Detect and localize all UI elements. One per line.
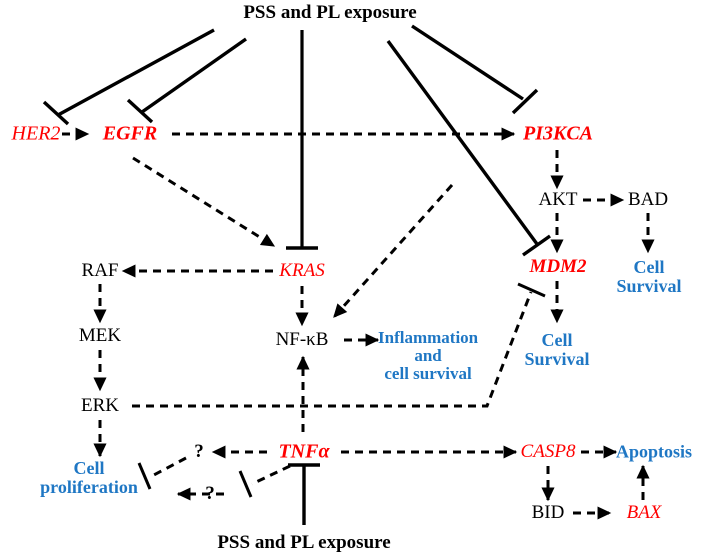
edge-egfr-kras bbox=[132, 156, 276, 248]
inflammation-line3: cell survival bbox=[384, 364, 472, 384]
cell-survival-right-line2: Survival bbox=[616, 276, 682, 296]
node-casp8: CASP8 bbox=[520, 440, 576, 462]
node-exposure-bottom: PSS and PL exposure bbox=[217, 531, 391, 553]
node-cell-proliferation: Cell proliferation bbox=[40, 457, 138, 497]
node-tnfa: TNFα bbox=[278, 440, 330, 463]
cell-survival-right-line1: Cell bbox=[633, 256, 665, 277]
node-unknown-2: ? bbox=[205, 482, 215, 504]
cell-survival-mid-line2: Survival bbox=[524, 349, 590, 369]
inflammation-line1: Inflammation bbox=[378, 328, 479, 347]
node-cell-survival-right: Cell Survival bbox=[616, 256, 682, 296]
edge-unknown1-cellproliferation bbox=[137, 456, 187, 490]
node-bad: BAD bbox=[627, 188, 669, 210]
cell-survival-mid-line1: Cell bbox=[541, 329, 573, 350]
edge-tnfa-unknown2 bbox=[238, 464, 291, 498]
cell-proliferation-line1: Cell bbox=[73, 457, 105, 478]
node-akt: AKT bbox=[538, 188, 578, 210]
node-mek: MEK bbox=[78, 324, 122, 346]
edge-exposure-egfr bbox=[126, 37, 247, 124]
cell-proliferation-line2: proliferation bbox=[40, 477, 138, 497]
node-bid: BID bbox=[531, 501, 565, 523]
edge-pi3kca-nfkb bbox=[332, 184, 454, 318]
edge-exposure-bottom-tnfa bbox=[288, 463, 320, 525]
node-pi3kca: PI3KCA bbox=[522, 122, 594, 145]
inflammation-line2: and bbox=[414, 346, 442, 366]
edge-exposure-mdm2 bbox=[386, 39, 551, 257]
edge-erk-mdm2 bbox=[132, 282, 546, 408]
node-cell-survival-mid: Cell Survival bbox=[524, 329, 590, 369]
node-exposure-top: PSS and PL exposure bbox=[243, 1, 417, 23]
node-unknown-1: ? bbox=[194, 440, 204, 462]
edge-exposure-her2 bbox=[42, 28, 215, 126]
edge-exposure-pi3kca bbox=[411, 24, 539, 115]
node-inflammation: Inflammation and cell survival bbox=[378, 328, 479, 384]
node-apoptosis: Apoptosis bbox=[615, 441, 693, 462]
node-bax: BAX bbox=[626, 501, 662, 523]
node-nfkb: NF-κB bbox=[275, 328, 329, 350]
node-egfr: EGFR bbox=[102, 122, 158, 145]
node-raf: RAF bbox=[81, 259, 119, 281]
node-erk: ERK bbox=[81, 394, 119, 416]
edge-exposure-kras bbox=[286, 30, 318, 250]
node-mdm2: MDM2 bbox=[529, 255, 587, 277]
node-her2: HER2 bbox=[11, 122, 61, 145]
node-kras: KRAS bbox=[279, 259, 325, 281]
